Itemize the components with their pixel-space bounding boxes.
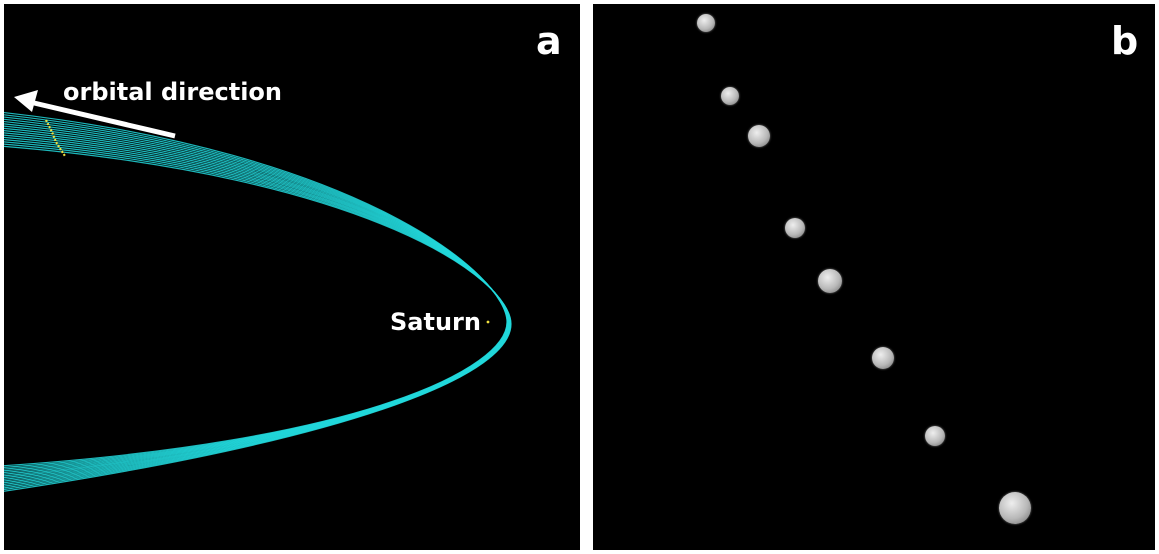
orbit-paths <box>4 111 512 492</box>
particle-clump <box>697 14 715 32</box>
orbit-path <box>4 130 510 480</box>
direction-arrow-head <box>14 90 38 112</box>
saturn-label: Saturn <box>390 308 481 336</box>
particle-clump <box>999 492 1031 524</box>
orbit-path <box>4 114 508 468</box>
orbit-diagram <box>4 90 512 492</box>
particle-clump <box>721 87 739 105</box>
particle-clump <box>872 347 894 369</box>
panel-letter-a: a <box>536 19 562 63</box>
particle-clump <box>925 426 945 446</box>
panel-b-clump-view: b <box>593 4 1155 550</box>
panel-letter-b: b <box>1111 19 1139 63</box>
orbital-direction-label: orbital direction <box>63 78 282 106</box>
particle-clump <box>785 218 805 238</box>
particle-clump <box>748 125 770 147</box>
direction-arrow-shaft <box>33 100 176 139</box>
panel-a-orbit-view: a orbital direction Saturn <box>4 4 580 550</box>
particle-stream <box>45 119 66 157</box>
direction-arrow <box>14 90 176 139</box>
saturn-marker <box>486 320 490 324</box>
particle-clump <box>818 269 842 293</box>
orbit-path <box>4 145 512 492</box>
